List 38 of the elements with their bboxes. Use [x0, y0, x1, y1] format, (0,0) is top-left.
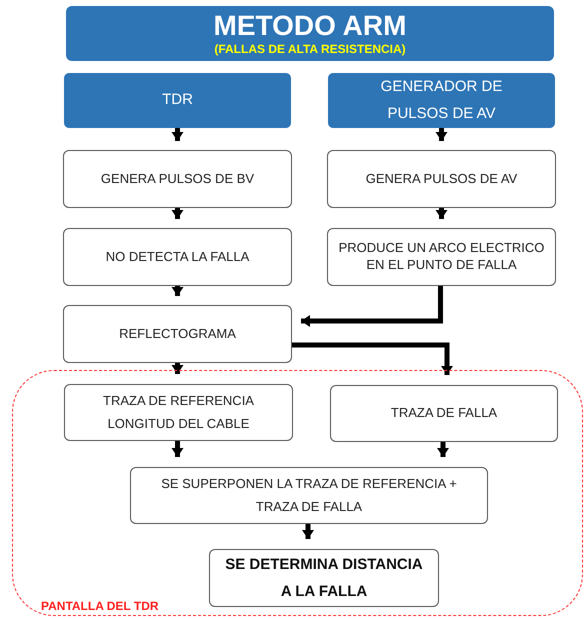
process-box	[63, 228, 292, 286]
result-label: SE DETERMINA DISTANCIA A LA FALLA	[224, 555, 424, 602]
process-box	[63, 150, 292, 208]
diagram-subtitle: (FALLAS DE ALTA RESISTENCIA)	[214, 42, 406, 56]
result-box	[209, 549, 439, 607]
region-label: PANTALLA DEL TDR	[41, 599, 159, 613]
process-box	[330, 385, 558, 442]
step-label: REFLECTOGRAMA	[118, 326, 237, 342]
arrow	[172, 440, 184, 457]
header-box	[328, 73, 555, 128]
step-label: GENERA PULSOS DE BV	[100, 170, 256, 188]
header-label: GENERADOR DE PULSOS DE AV	[380, 77, 504, 124]
arrow	[301, 286, 443, 327]
process-box	[327, 228, 556, 286]
process-box	[327, 150, 556, 208]
arrow	[436, 128, 448, 141]
arrow	[437, 441, 449, 457]
arrow	[172, 363, 184, 374]
arrow	[172, 208, 184, 219]
arrow	[172, 128, 184, 141]
step-label: NO DETECTA LA FALLA	[104, 248, 250, 266]
screen-region	[12, 370, 583, 616]
diagram-heading: METODO ARM	[214, 10, 406, 42]
process-box	[64, 384, 293, 441]
step-label: PRODUCE UN ARCO ELECTRICO EN EL PUNTO DE FALLA	[338, 240, 546, 274]
arrow	[302, 523, 314, 539]
header-box	[64, 73, 291, 128]
step-label: TRAZA DE FALLA	[390, 405, 498, 422]
title-box	[66, 6, 554, 61]
step-label: GENERA PULSOS DE AV	[364, 170, 518, 188]
header-label: TDR	[161, 90, 194, 110]
arrow	[292, 342, 453, 375]
arrow	[436, 208, 448, 219]
process-box	[130, 467, 488, 524]
step-label: TRAZA DE REFERENCIA LONGITUD DEL CABLE	[102, 392, 255, 432]
step-label: SE SUPERPONEN LA TRAZA DE REFERENCIA + TRAZA DE FALLA	[160, 474, 458, 516]
process-box	[63, 305, 292, 363]
arrow	[172, 286, 184, 296]
